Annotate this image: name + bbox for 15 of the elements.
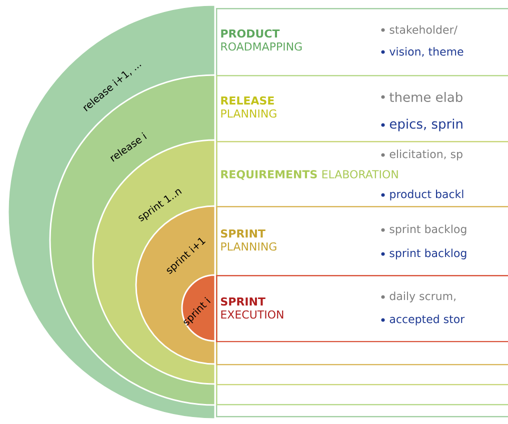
bullet-text: sprint backlog	[390, 224, 466, 236]
bullet-text: daily scrum,	[390, 292, 456, 302]
bullet-text: product backl	[390, 190, 464, 200]
bullet-text: accepted stor	[390, 314, 465, 326]
bullet-text: vision, theme	[390, 47, 464, 57]
stage-heading: SPRINT PLANNING	[221, 229, 276, 251]
stage-heading: REQUIREMENTS ELABORATION	[221, 170, 398, 180]
bullet-text: theme elab	[390, 92, 462, 102]
bullet-text: epics, sprin	[390, 118, 462, 132]
stage-heading: PRODUCT ROADMAPPING	[221, 29, 302, 51]
bullet-text: stakeholder/	[390, 25, 458, 35]
bullet-text: sprint backlog	[390, 248, 466, 260]
stage-heading: SPRINT EXECUTION	[221, 297, 284, 319]
bullet-text: elicitation, sp	[390, 150, 462, 160]
stage-heading: RELEASE PLANNING	[221, 96, 276, 118]
